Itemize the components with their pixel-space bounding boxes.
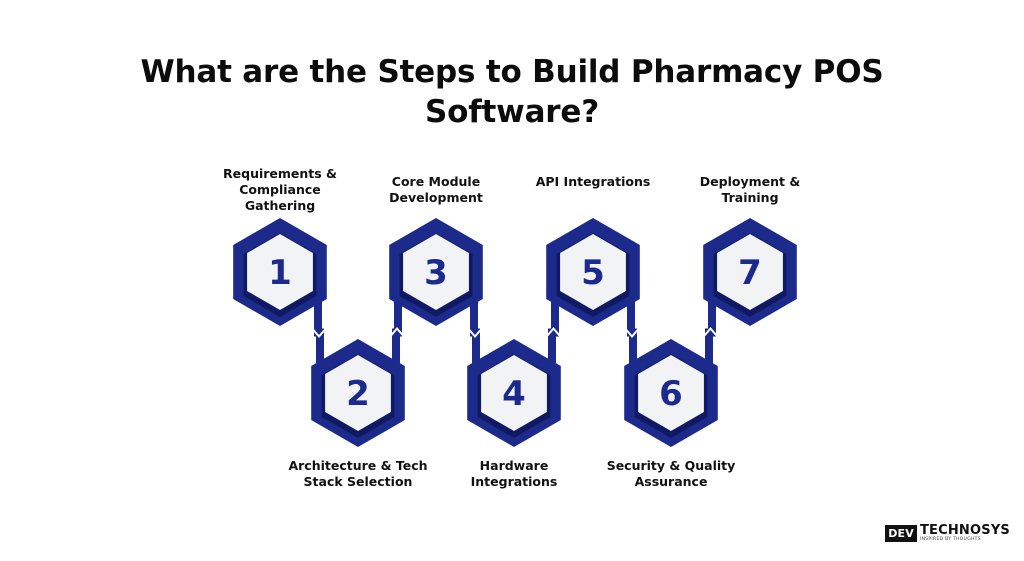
brand-logo-box: DEV <box>885 525 917 542</box>
step-4-hexagon: 4 <box>467 339 561 447</box>
step-1-number: 1 <box>268 253 292 293</box>
connector-4-5 <box>548 302 559 363</box>
connector-6-7 <box>705 302 716 363</box>
step-6-hexagon: 6 <box>624 339 718 447</box>
step-7-number: 7 <box>738 253 762 293</box>
step-1-hexagon: 1 <box>233 218 327 326</box>
step-2-label: Architecture & Tech Stack Selection <box>288 458 428 489</box>
connector-chevron-2 <box>390 326 404 337</box>
connector-chevron-6 <box>703 326 718 337</box>
step-4-number: 4 <box>502 374 526 414</box>
step-6-label: Security & Quality Assurance <box>606 458 736 489</box>
hexagon-inner <box>560 234 626 310</box>
step-6-number: 6 <box>659 374 683 414</box>
step-5-hexagon: 5 <box>546 218 640 326</box>
step-5-number: 5 <box>581 253 605 293</box>
brand-logo: DEV TECHNOSYS INSPIRED BY THOUGHTS <box>885 524 1010 543</box>
hexagon-inner <box>717 234 783 310</box>
connector-chevron-1 <box>312 328 326 339</box>
connector-3-4 <box>470 302 480 363</box>
connector-1-2 <box>314 302 324 363</box>
step-2-hexagon: 2 <box>311 339 405 447</box>
step-2-number: 2 <box>346 374 370 414</box>
step-5-label: API Integrations <box>535 174 651 189</box>
hexagon-inner <box>481 355 547 431</box>
step-3-number: 3 <box>424 253 448 293</box>
brand-logo-tagline: INSPIRED BY THOUGHTS <box>919 537 981 542</box>
connector-2-3 <box>392 302 402 363</box>
page-title: What are the Steps to Build Pharmacy POS… <box>140 54 884 130</box>
connector-chevron-4 <box>546 326 561 337</box>
hexagon-inner <box>247 234 313 310</box>
hexagon-inner <box>403 234 469 310</box>
connector-5-6 <box>627 302 637 363</box>
step-3-hexagon: 3 <box>389 218 483 326</box>
step-1-label: Requirements & Compliance Gathering <box>223 166 337 213</box>
hexagon-inner <box>638 355 704 431</box>
hexagon-inner <box>325 355 391 431</box>
step-7-hexagon: 7 <box>703 218 797 326</box>
connector-chevron-5 <box>625 328 639 339</box>
step-4-label: Hardware Integrations <box>470 458 558 489</box>
step-3-label: Core Module Development <box>389 174 483 205</box>
step-7-label: Deployment & Training <box>699 174 801 205</box>
connector-chevron-3 <box>468 328 482 339</box>
brand-logo-name: TECHNOSYS <box>919 523 1010 538</box>
